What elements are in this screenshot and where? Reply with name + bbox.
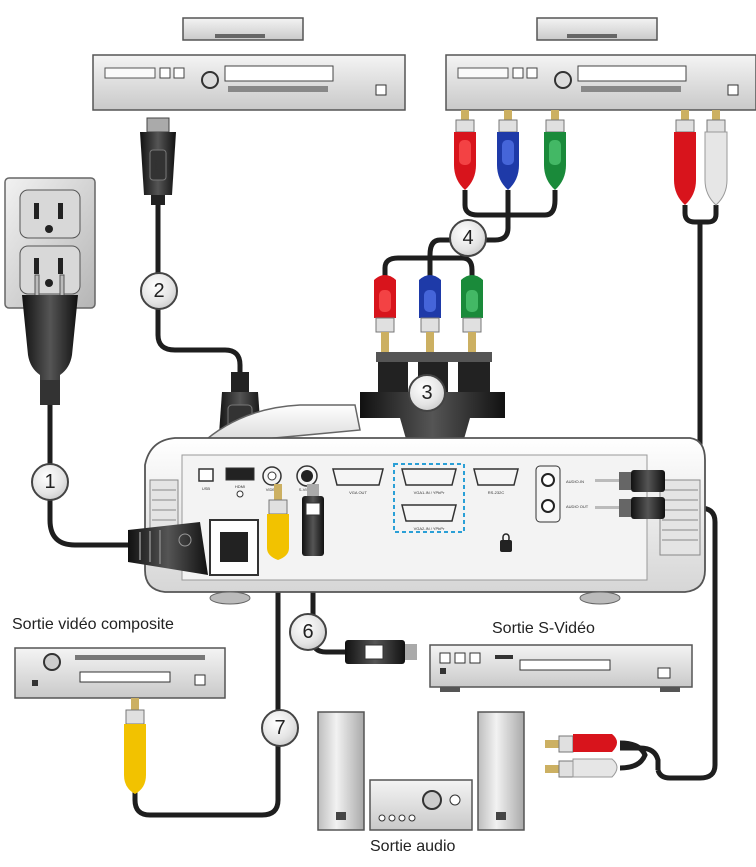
callout-4: 4 (449, 219, 487, 257)
component-source-player (445, 17, 756, 111)
port-audio-out-label: AUDIO OUT (566, 504, 589, 509)
composite-cable (132, 555, 281, 818)
port-video: VIDEO (262, 466, 282, 492)
audio-system (317, 711, 525, 831)
port-rs232: RS-232C (473, 468, 519, 495)
component-plugs-top (454, 110, 566, 190)
svideo-plug-device (345, 640, 417, 664)
port-vga-out-label: VGA OUT (349, 490, 367, 495)
port-hdmi-label: HDMI (235, 484, 245, 489)
audio-out-plugs (545, 734, 648, 778)
power-plug (22, 274, 78, 405)
wall-outlet (4, 177, 96, 309)
callout-3: 3 (408, 374, 446, 412)
port-hdmi: HDMI (225, 467, 255, 498)
power-cable (47, 405, 130, 548)
audio-in-jack (595, 470, 665, 492)
audio-out-label: Sortie audio (370, 838, 456, 855)
callout-7: 7 (261, 709, 299, 747)
callout-1: 1 (31, 463, 69, 501)
component-cable-bottom (382, 255, 475, 280)
hdmi-cable (155, 200, 243, 380)
port-audio-out: AUDIO OUT (566, 504, 589, 509)
composite-video-out-label: Sortie vidéo composite (12, 616, 174, 633)
port-video-label: VIDEO (266, 487, 278, 492)
port-vga1-in: VGA1-IN / YPbPr (401, 468, 457, 495)
port-vga1-label: VGA1-IN / YPbPr (414, 490, 445, 495)
port-usb-label: USB (202, 486, 211, 491)
port-vga2-label: VGA2-IN / YPbPr (414, 526, 445, 531)
port-vga-out: VGA OUT (332, 468, 384, 495)
audio-out-jack (595, 497, 665, 519)
composite-plug-projector (267, 484, 289, 560)
port-audio-in: AUDIO-IN (566, 479, 584, 484)
kensington-lock (500, 533, 512, 552)
vga-in-highlight (393, 463, 465, 533)
composite-video-device (14, 647, 226, 699)
svideo-device (429, 644, 693, 692)
port-vga2-in: VGA2-IN / YPbPr (401, 504, 457, 531)
callout-2: 2 (140, 272, 178, 310)
port-rs232-label: RS-232C (488, 490, 505, 495)
audio-in-plugs (674, 110, 728, 206)
component-plugs-bottom (374, 275, 483, 352)
callout-6: 6 (289, 613, 327, 651)
hdmi-source-player (92, 17, 406, 111)
svideo-out-label: Sortie S-Vidéo (492, 620, 595, 637)
port-usb: USB (198, 468, 214, 491)
power-connector (128, 519, 259, 576)
port-audio-block (535, 465, 561, 523)
svideo-plug-projector (302, 484, 324, 556)
hdmi-plug-top-label: HDMI (154, 160, 159, 170)
port-audio-in-label: AUDIO-IN (566, 479, 584, 484)
component-cable-top (427, 190, 558, 262)
hdmi-plug-top: HDMI (140, 117, 176, 205)
composite-plug-device (124, 698, 146, 794)
